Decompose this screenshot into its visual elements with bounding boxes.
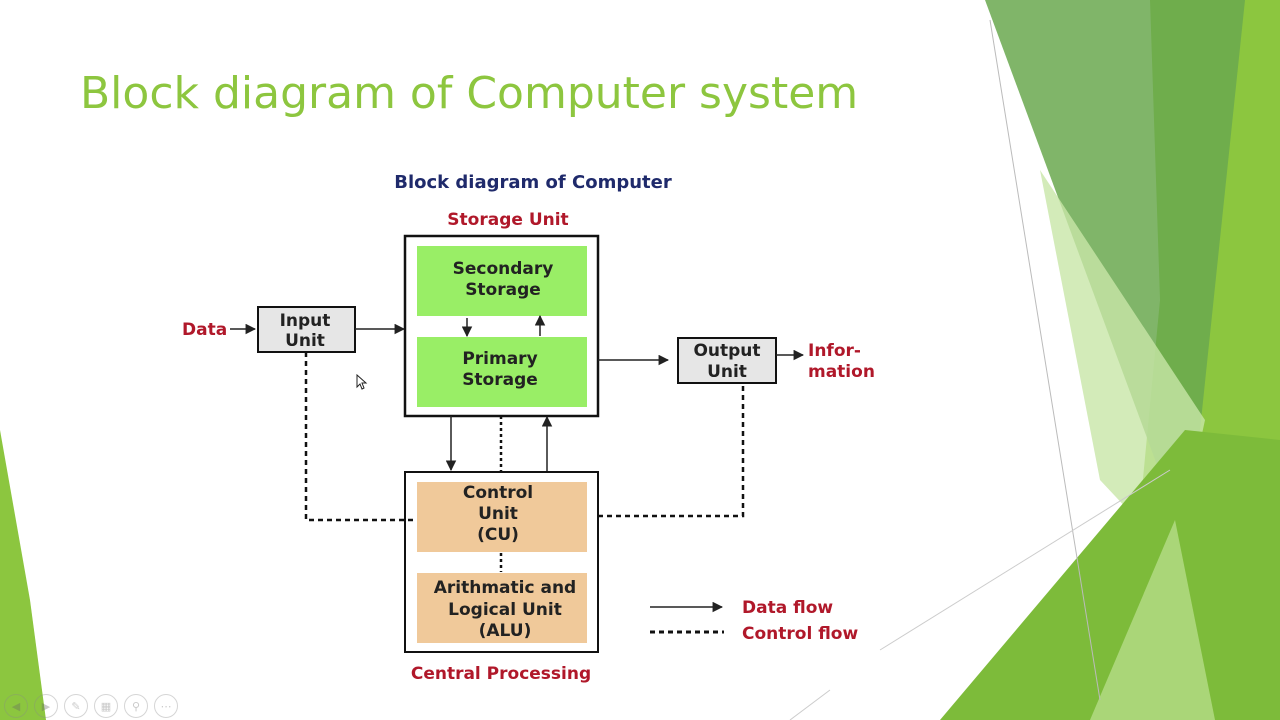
alu-box — [417, 573, 587, 643]
mouse-cursor-icon — [356, 374, 368, 390]
secondary-storage-box — [417, 246, 587, 316]
output-control-path — [598, 383, 745, 518]
primary-storage-label: Storage — [462, 370, 538, 390]
primary-storage-label: Primary — [462, 349, 537, 369]
slideshow-toolbar: ◀ ▶ ✎ ▦ ⚲ ⋯ — [4, 694, 178, 718]
slides-icon[interactable]: ▦ — [94, 694, 118, 718]
information-label: Infor- — [808, 341, 861, 361]
diagram-caption: Block diagram of Computer — [394, 172, 672, 193]
control-unit-label: Control — [463, 483, 533, 503]
output-unit-label: Unit — [707, 362, 747, 382]
storage-unit-label: Storage Unit — [447, 210, 568, 230]
pen-icon[interactable]: ✎ — [64, 694, 88, 718]
deco-shape-left — [0, 430, 46, 720]
slide-title: Block diagram of Computer system — [80, 68, 859, 119]
alu-label: Logical Unit — [448, 600, 562, 620]
input-unit-label: Input — [280, 311, 331, 331]
output-unit-label: Output — [693, 341, 760, 361]
control-unit-box — [417, 482, 587, 552]
input-unit-box — [257, 306, 356, 353]
cpu-label: Central Processing — [411, 664, 591, 684]
previous-icon[interactable]: ◀ — [4, 694, 28, 718]
input-control-path — [304, 352, 413, 522]
alu-label: Arithmatic and — [434, 578, 576, 598]
secondary-storage-label: Storage — [465, 280, 541, 300]
primary-storage-box — [417, 337, 587, 407]
legend-data-flow-label: Data flow — [742, 598, 833, 618]
output-unit-box — [677, 337, 777, 384]
input-unit-label: Unit — [285, 331, 325, 351]
alu-label: (ALU) — [479, 621, 532, 641]
next-icon[interactable]: ▶ — [34, 694, 58, 718]
input-data-label: Data — [182, 320, 227, 340]
deco-line — [879, 469, 1171, 651]
information-label: mation — [808, 362, 875, 382]
deco-line — [789, 689, 831, 720]
deco-line — [989, 19, 1101, 701]
more-icon[interactable]: ⋯ — [154, 694, 178, 718]
deco-shape-bottom-pale — [1090, 520, 1215, 720]
deco-shape-right-dark — [985, 0, 1245, 500]
control-unit-label: Unit — [478, 504, 518, 524]
legend-control-flow-label: Control flow — [742, 624, 858, 644]
zoom-icon[interactable]: ⚲ — [124, 694, 148, 718]
secondary-storage-label: Secondary — [453, 259, 554, 279]
control-unit-label: (CU) — [477, 525, 519, 545]
